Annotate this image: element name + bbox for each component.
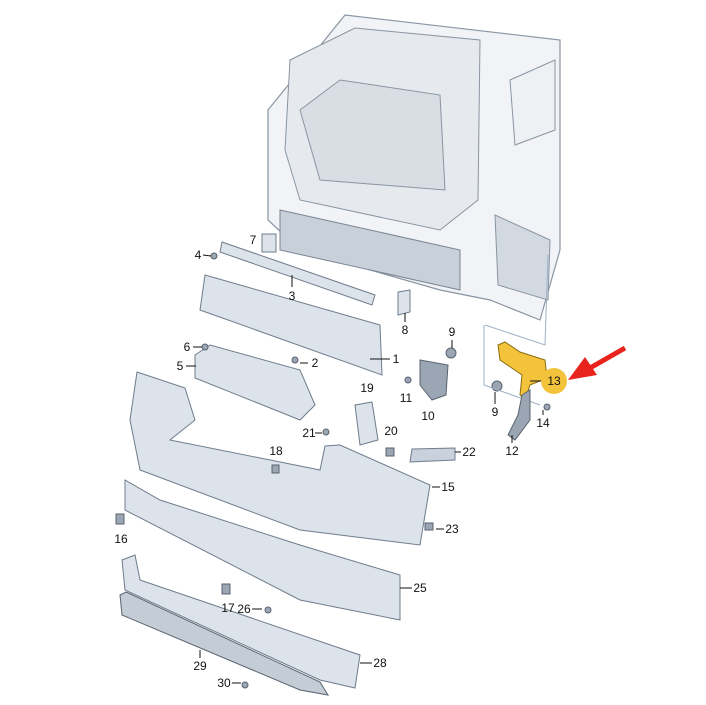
- label-part-26: 26: [237, 602, 251, 616]
- vehicle-body: [267, 14, 561, 321]
- part-29-strip: [119, 591, 330, 696]
- label-part-6: 6: [183, 340, 191, 354]
- label-part-9: 9: [448, 325, 456, 339]
- label-part-25: 25: [413, 581, 427, 595]
- part-15-bumper-cover: [129, 371, 431, 546]
- label-part-7: 7: [249, 233, 257, 247]
- label-part-23: 23: [445, 522, 459, 536]
- part-30-bolt: [241, 681, 249, 689]
- label-part-13-highlighted-badge: 13: [541, 368, 567, 394]
- label-part-2: 2: [311, 356, 319, 370]
- part-19-bracket: [354, 401, 379, 446]
- part-14-bolt: [543, 403, 551, 411]
- label-part-10: 10: [421, 409, 435, 423]
- label-part-22: 22: [462, 445, 476, 459]
- label-part-16: 16: [114, 532, 128, 546]
- part-28-trim: [121, 554, 361, 689]
- label-part-17: 17: [221, 601, 235, 615]
- part-1-bumper-carrier: [199, 274, 383, 376]
- label-part-9-second: 9: [491, 405, 499, 419]
- label-part-15: 15: [441, 480, 455, 494]
- part-22-reflector: [409, 447, 456, 463]
- part-9-clip: [445, 347, 457, 359]
- label-part-8: 8: [401, 323, 409, 337]
- label-part-20: 20: [384, 424, 398, 438]
- label-part-28: 28: [373, 656, 387, 670]
- part-11-bolt: [404, 376, 412, 384]
- label-part-30: 30: [217, 676, 231, 690]
- part-16-clip: [115, 513, 125, 525]
- leader-lines: [186, 254, 544, 684]
- part-20-clip: [385, 447, 395, 457]
- red-arrow-pointer: [568, 345, 627, 380]
- part-6-nut: [201, 343, 209, 351]
- label-part-14: 14: [536, 416, 550, 430]
- label-part-3: 3: [288, 289, 296, 303]
- label-part-21: 21: [302, 426, 316, 440]
- label-part-29: 29: [193, 659, 207, 673]
- part-8: [397, 289, 411, 316]
- part-5-absorber: [194, 344, 316, 421]
- label-part-11: 11: [399, 391, 413, 405]
- part-2-bolt: [291, 356, 299, 364]
- part-13-bracket-highlighted: [497, 341, 548, 401]
- part-10-guide: [419, 359, 449, 401]
- part-17-clip: [221, 583, 231, 595]
- label-part-18: 18: [269, 444, 283, 458]
- part-4-nut: [210, 252, 218, 260]
- part-25-lower-section: [124, 479, 401, 621]
- label-part-4: 4: [194, 248, 202, 262]
- label-part-12: 12: [505, 444, 519, 458]
- part-3-bracket-strip: [219, 241, 376, 306]
- part-23-clip: [424, 522, 434, 531]
- label-part-5: 5: [176, 359, 184, 373]
- label-part-19: 19: [360, 381, 374, 395]
- part-26-bolt: [264, 606, 272, 614]
- part-21-bolt: [322, 428, 330, 436]
- part-7: [261, 233, 277, 253]
- part-18-clip: [271, 464, 280, 474]
- part-12-bracket: [507, 389, 531, 441]
- label-part-1: 1: [392, 352, 400, 366]
